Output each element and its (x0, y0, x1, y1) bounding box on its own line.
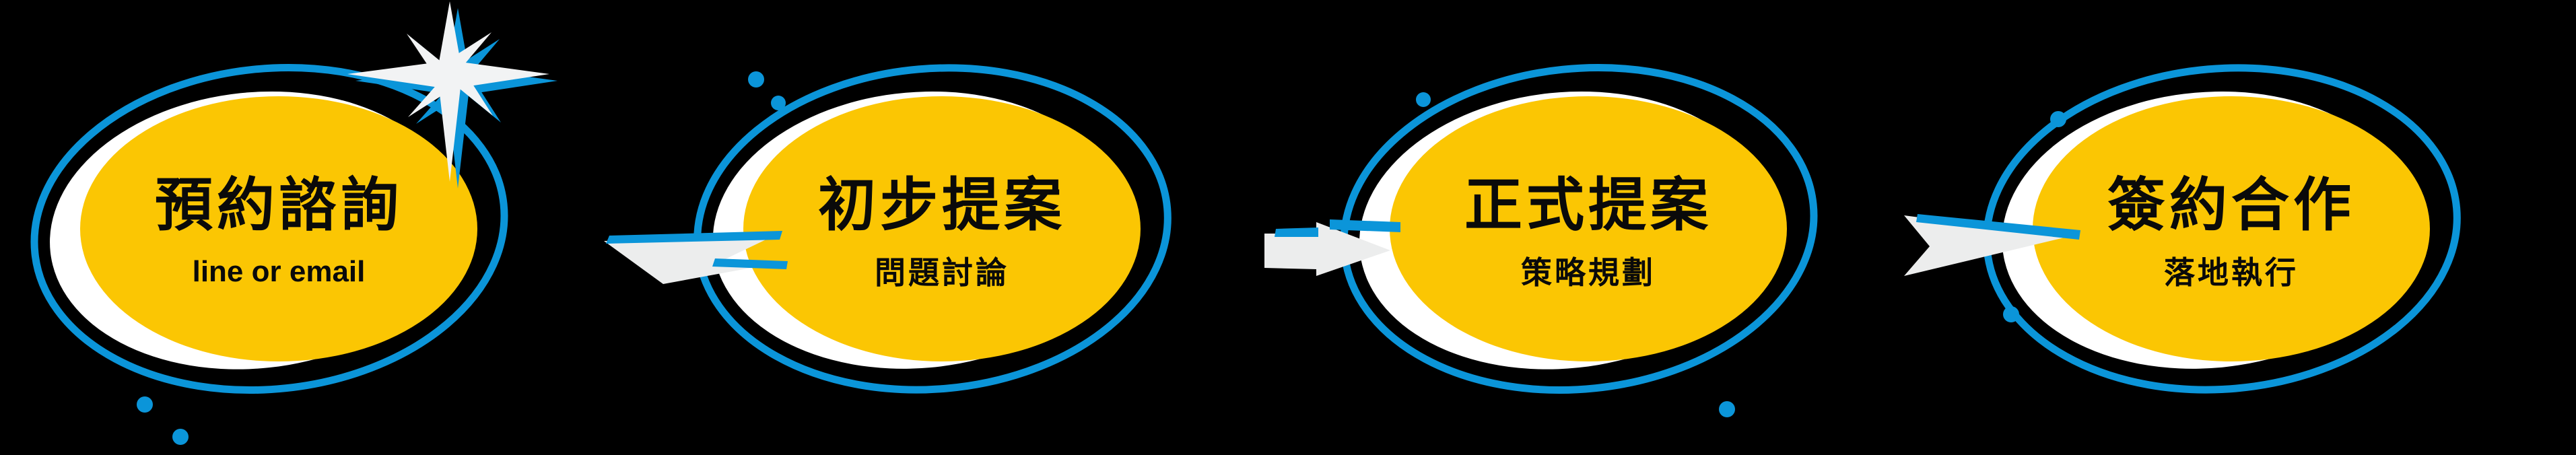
decorative-dot (1719, 401, 1735, 417)
decorative-dot (2050, 111, 2066, 127)
step-subtitle-1: line or email (192, 255, 366, 288)
decorative-dot (1416, 92, 1431, 107)
decorative-dot (2003, 306, 2019, 322)
sparkle-star-icon (347, 1, 549, 182)
step-title-2: 初步提案 (818, 173, 1066, 238)
step-subtitle-4: 落地執行 (2164, 255, 2299, 290)
step-yellow-ellipse (2033, 96, 2430, 361)
step-title-3: 正式提案 (1464, 173, 1712, 238)
step-title-1: 預約諮詢 (155, 173, 403, 238)
step-title-4: 簽約合作 (2107, 173, 2355, 238)
decorative-dot (748, 71, 764, 88)
connector-arrow-1 (604, 231, 788, 284)
decorative-dot (771, 96, 786, 110)
step-yellow-ellipse (80, 96, 477, 361)
decorative-dot (172, 429, 189, 445)
connector-arrow-2 (1264, 219, 1400, 276)
connector-arrow-3 (1904, 214, 2080, 276)
step-outline-ellipse (30, 63, 508, 394)
decorative-dot (137, 396, 153, 413)
step-subtitle-3: 策略規劃 (1521, 255, 1656, 290)
step-yellow-ellipse (743, 96, 1141, 361)
step-yellow-ellipse (1390, 96, 1787, 361)
step-subtitle-2: 問題討論 (875, 255, 1009, 290)
